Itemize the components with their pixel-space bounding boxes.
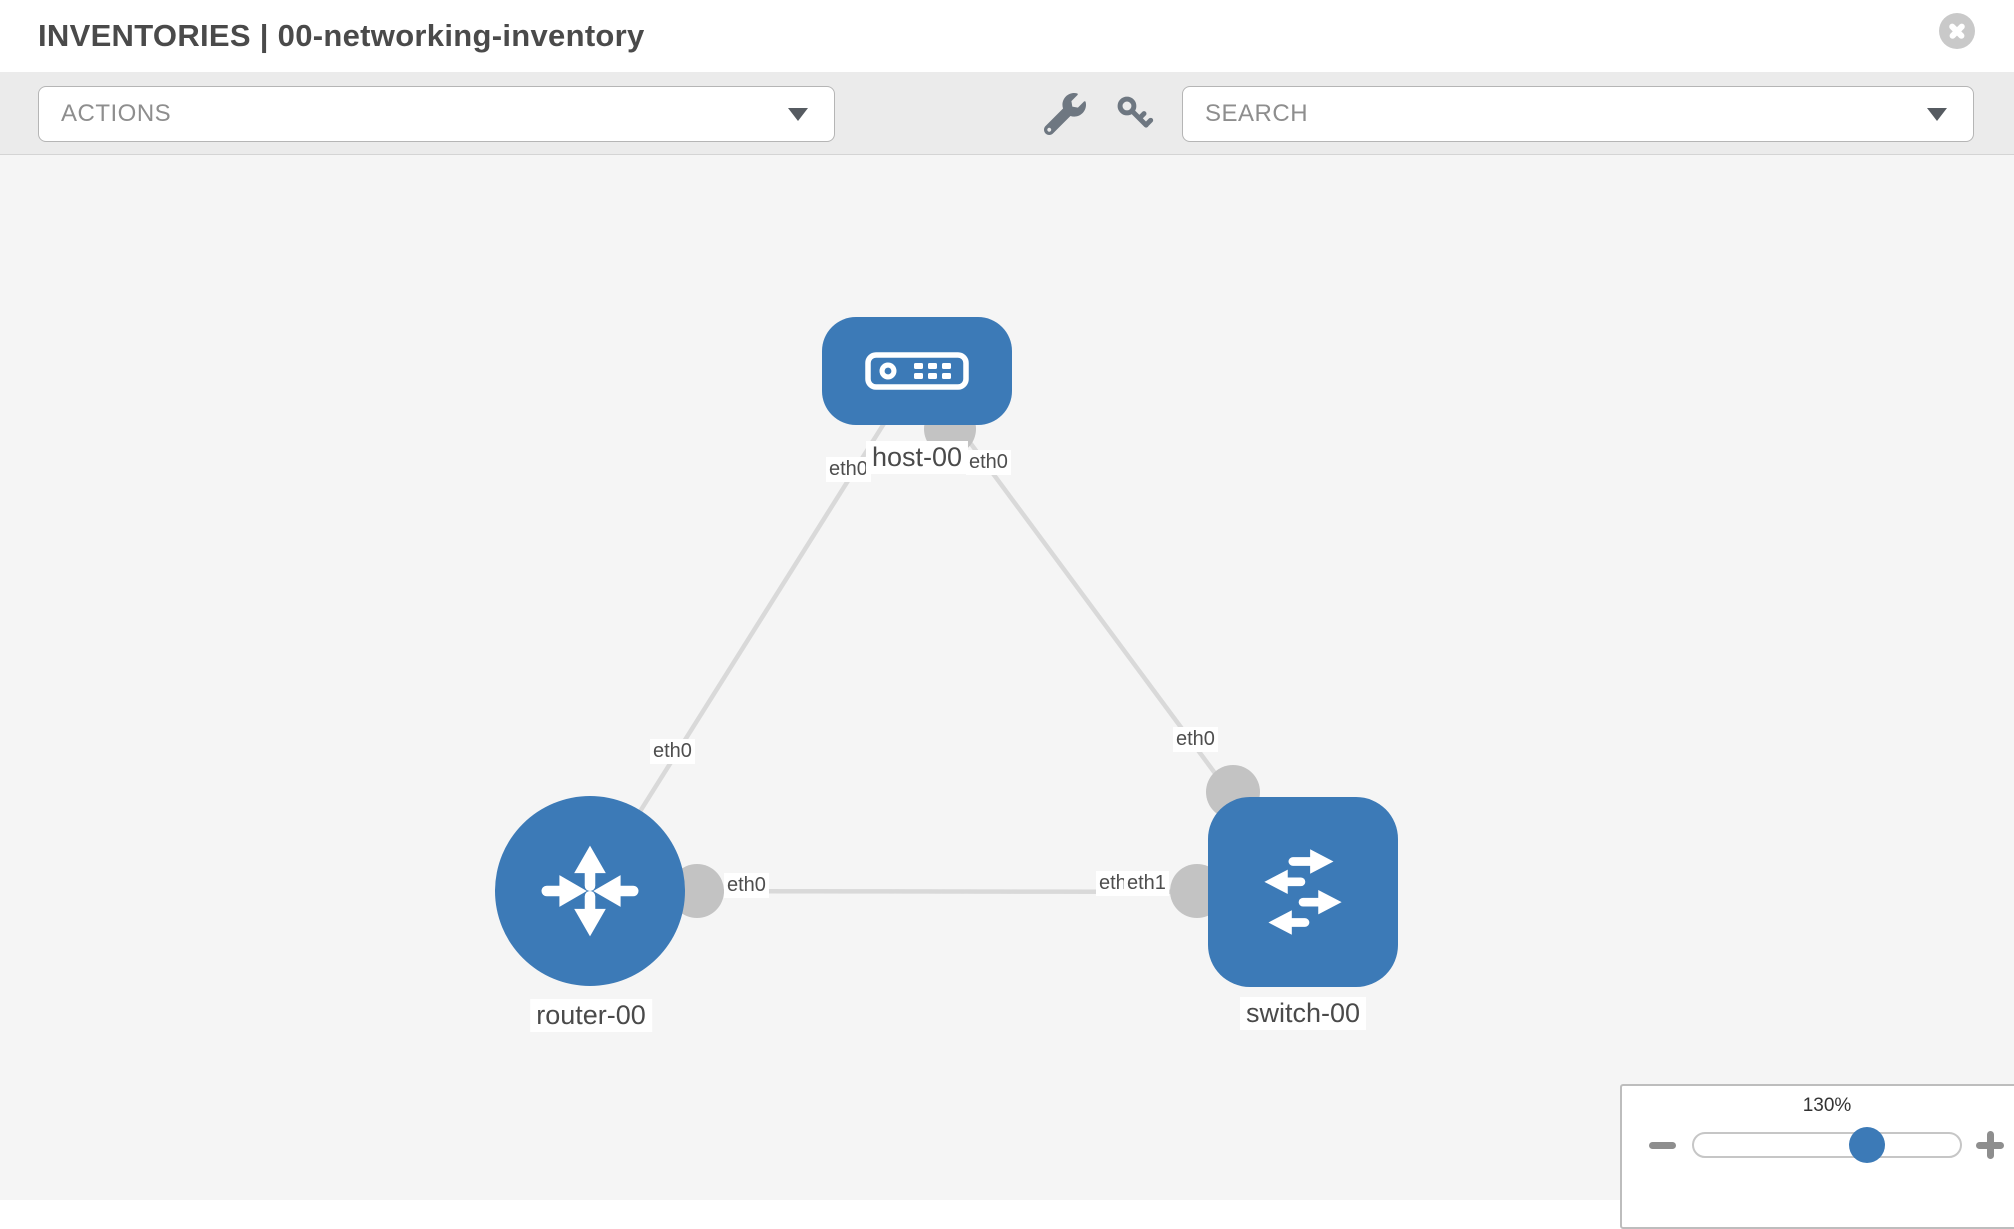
chevron-down-icon [1927, 108, 1947, 121]
port-label-switch-eth1: eth1 [1124, 871, 1169, 896]
node-label-router-00: router-00 [530, 999, 652, 1032]
header: INVENTORIES | 00-networking-inventory [0, 0, 2014, 72]
search-dropdown-label: SEARCH [1205, 100, 1309, 127]
port-label-switch-eth0-top: eth0 [1173, 727, 1218, 752]
toolbar: ACTIONS SEARCH [0, 72, 2014, 155]
port-label-host-eth0-right: eth0 [966, 450, 1011, 475]
node-router-00[interactable] [495, 796, 685, 986]
switch-arrows-icon [1264, 849, 1342, 935]
actions-dropdown-label: ACTIONS [61, 100, 172, 127]
chevron-down-icon [788, 108, 808, 121]
credentials-button[interactable] [1112, 91, 1158, 137]
port-label-router-eth0-right: eth0 [724, 873, 769, 898]
zoom-in-button[interactable] [1976, 1131, 2004, 1159]
key-icon [1117, 96, 1154, 128]
links-layer [588, 369, 1305, 918]
close-icon[interactable] [1939, 13, 1975, 49]
topology-canvas[interactable]: host-00 router-00 switch-00 eth0 eth0 et… [0, 155, 2014, 1229]
page-title: INVENTORIES | 00-networking-inventory [38, 18, 645, 53]
tools-button[interactable] [1042, 91, 1088, 137]
wrench-icon [1043, 93, 1086, 136]
router-arrows-icon [541, 845, 639, 937]
node-label-switch-00: switch-00 [1239, 997, 1367, 1030]
zoom-panel: 130% [1620, 1084, 2014, 1229]
actions-dropdown[interactable]: ACTIONS [38, 86, 835, 142]
zoom-slider-handle[interactable] [1849, 1127, 1885, 1163]
zoom-out-button[interactable] [1649, 1132, 1677, 1158]
zoom-level: 130% [1802, 1095, 1852, 1116]
node-label-host-00: host-00 [865, 441, 969, 474]
server-icon [865, 352, 969, 390]
node-switch-00[interactable] [1208, 797, 1398, 987]
port-label-router-eth0-top: eth0 [650, 739, 695, 764]
port-label-host-eth0-left: eth0 [826, 457, 871, 482]
zoom-slider-track[interactable] [1692, 1127, 1962, 1163]
node-host-00[interactable] [822, 317, 1012, 425]
search-dropdown[interactable]: SEARCH [1182, 86, 1974, 142]
